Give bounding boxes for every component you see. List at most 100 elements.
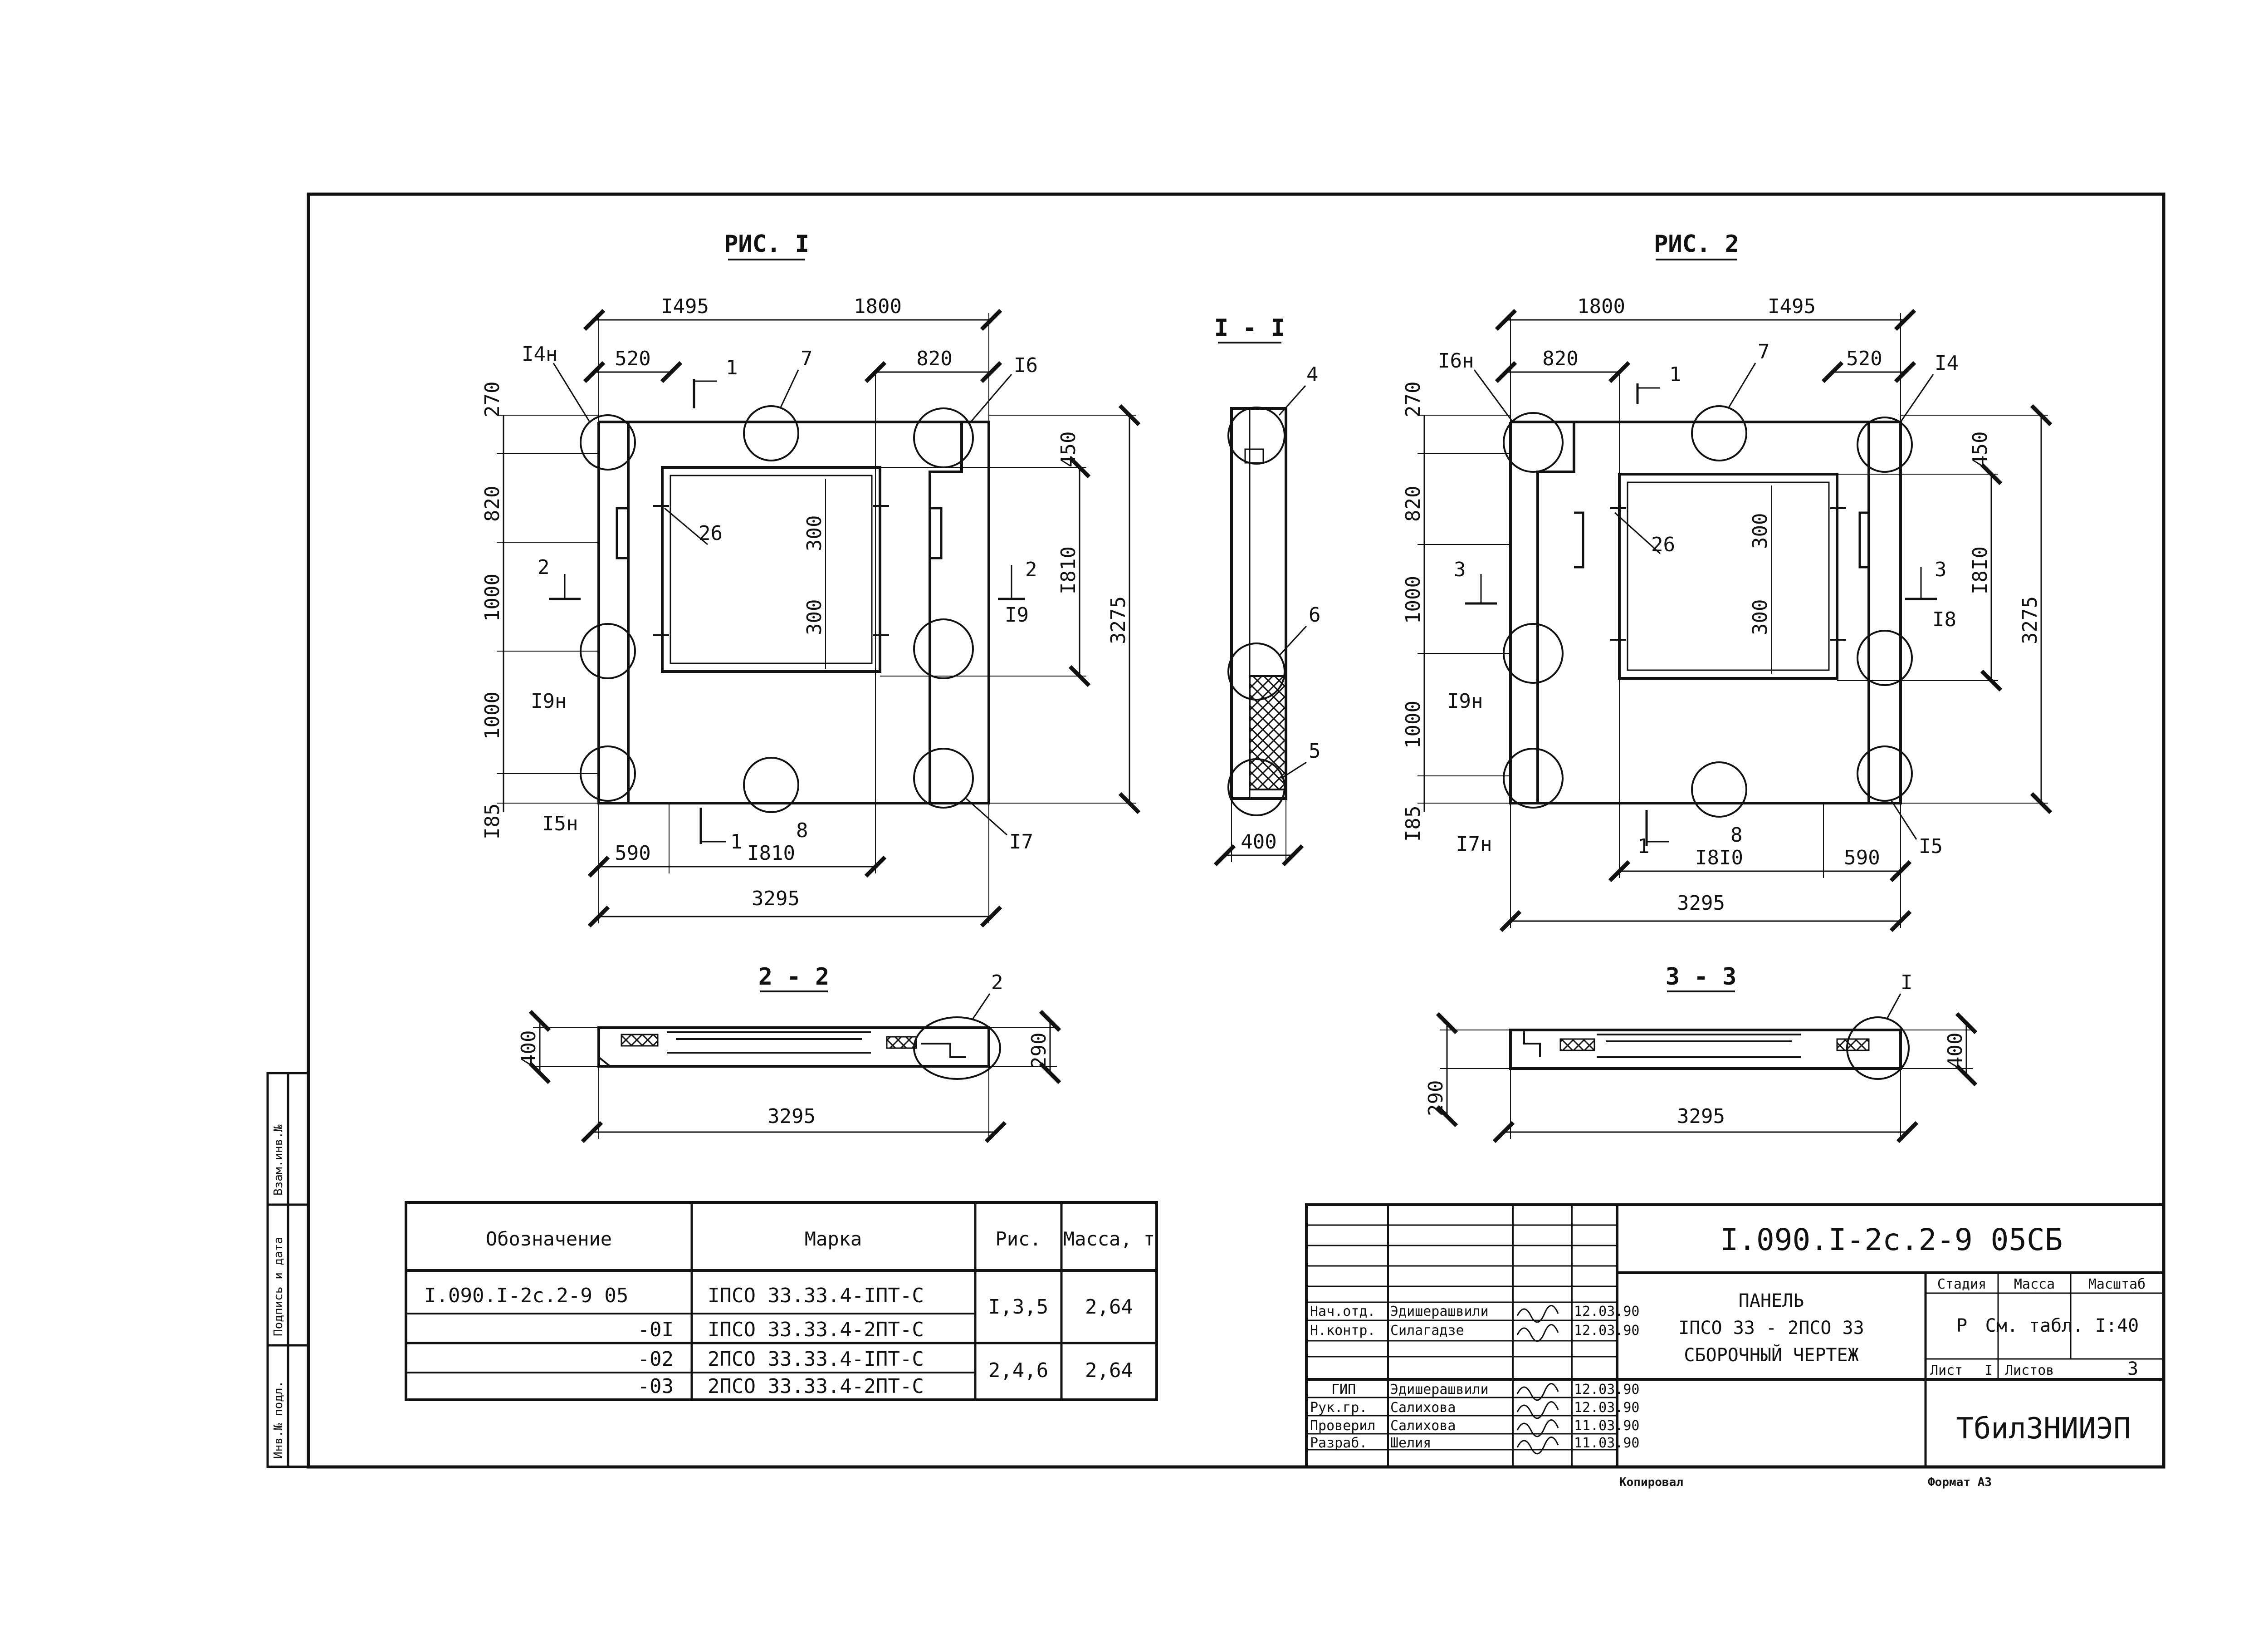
tb-date-0: 12.03.90 (1574, 1304, 1640, 1319)
figure-1-callout-i7: I7 (1009, 830, 1033, 853)
tb-sheet: I (1984, 1363, 1993, 1378)
figure-1-dim-right-0: 450 (1057, 432, 1080, 467)
figure-2-panel-outline (1509, 421, 1902, 804)
tb-signature-4 (1516, 1419, 1559, 1437)
figure-1-title: РИС. I (724, 230, 809, 258)
spec-header-fig: Рис. (995, 1228, 1041, 1250)
figure-2-callout-i6n: I6н (1438, 349, 1474, 373)
tb-name-3: Салихова (1390, 1400, 1456, 1416)
figure-1-dim-right-2: 3275 (1107, 596, 1130, 644)
figure-2-section-mark-2: 3 (1935, 558, 1947, 581)
figure-2-dim-top-3: 520 (1846, 347, 1882, 370)
section-2-2-dim-height: 400 (517, 1030, 540, 1066)
tb-header-scale: Масштаб (2088, 1276, 2146, 1292)
tb-name-line-0: ПАНЕЛЬ (1739, 1290, 1804, 1311)
section-2-2-dim-length: 3295 (767, 1105, 816, 1128)
figure-2-dim-top-2: 820 (1542, 347, 1578, 370)
tb-name-2: Эдишерашвили (1390, 1382, 1489, 1398)
spec-row-0-mark: IПСО 33.33.4-IПТ-С (708, 1284, 924, 1307)
figure-1-callout-i9: I9 (1005, 603, 1029, 627)
side-stamp-sign-label: Подпись и дата (272, 1237, 285, 1336)
figure-2-inner-dim-1: 300 (1749, 599, 1772, 635)
section-3-3-title: 3 - 3 (1666, 963, 1737, 991)
spec-row-1-mark: IПСО 33.33.4-2ПТ-С (708, 1318, 924, 1341)
section-3-3-callout: I (1901, 971, 1913, 994)
spec-row-2-mark: 2ПСО 33.33.4-IПТ-С (708, 1348, 924, 1371)
figure-1-callout-i6: I6 (1014, 354, 1038, 377)
figure-1-section-mark-3: 1 (730, 830, 743, 853)
spec-group-0-fig: I,3,5 (988, 1295, 1048, 1319)
figure-2-inner-dim-0: 300 (1749, 513, 1772, 549)
section-3-3-dim-length: 3295 (1677, 1105, 1725, 1128)
tb-name-line-1: IПСО 33 - 2ПСО 33 (1678, 1318, 1864, 1339)
section-1-1-width: 400 (1241, 830, 1276, 853)
title-block: Нач.отд. Эдишерашвили 12.03.90 Н.контр. … (1305, 1203, 2165, 1468)
section-3-3-dim-height: 400 (1944, 1033, 1967, 1069)
figure-1-dim-left-1: 820 (481, 486, 504, 522)
spec-row-3-code: -03 (638, 1375, 674, 1398)
spec-header-mark: Марка (805, 1228, 862, 1250)
tb-date-2: 12.03.90 (1574, 1382, 1640, 1398)
figure-1-callout-26: 26 (699, 522, 723, 545)
figure-2-window-opening (1618, 473, 1838, 680)
figure-2-section-mark-3: 1 (1637, 835, 1650, 858)
tb-date-3: 12.03.90 (1574, 1400, 1640, 1416)
figure-1-callout-i9n: I9н (531, 690, 567, 713)
tb-header-mass: Масса (2014, 1276, 2055, 1292)
figure-2-dim-left-4: I85 (1402, 806, 1425, 842)
figure-1-section-mark-2: 2 (1025, 558, 1037, 581)
figure-1-inner-dim-1: 300 (803, 599, 826, 635)
figure-1-window-opening (661, 466, 881, 673)
tb-signature-3 (1516, 1401, 1559, 1419)
figure-1-dim-bottom-1: I810 (747, 842, 795, 865)
tb-role-0: Нач.отд. (1310, 1304, 1376, 1319)
tb-sheets: 3 (2127, 1358, 2138, 1379)
spec-header-mass: Масса, т (1063, 1228, 1155, 1250)
section-3-3: 3 - 3 I 290 400 3295 (1424, 963, 1978, 1143)
tb-signature-1 (1516, 1324, 1559, 1342)
tb-scale: I:40 (2095, 1315, 2139, 1336)
spec-row-3-mark: 2ПСО 33.33.4-2ПТ-С (708, 1375, 924, 1398)
tb-drawing-code: I.090.I-2с.2-9 05СБ (1721, 1222, 2063, 1257)
figure-2-dim-right-1: I8I0 (1969, 546, 1992, 594)
figure-1-dim-left-2: 1000 (481, 574, 504, 622)
spec-header-designation: Обозначение (486, 1228, 612, 1250)
section-1-1-callout-4: 4 (1306, 363, 1319, 386)
figure-2-callout-i4: I4 (1935, 352, 1959, 375)
figure-2-section-mark-1: 3 (1454, 558, 1466, 581)
section-1-1-callout-6: 6 (1309, 603, 1321, 627)
tb-name-5: Шелия (1390, 1435, 1431, 1451)
section-1-1: I - I 4 6 5 400 (1213, 314, 1321, 867)
figure-1-dim-bottom-0: 590 (615, 842, 650, 865)
side-stamp-replace-label: Взам.инв.№ (272, 1124, 285, 1196)
section-2-2: 2 - 2 2 400 290 3295 (517, 963, 1061, 1143)
figure-1-inner-dim-0: 300 (803, 515, 826, 551)
section-1-1-title: I - I (1214, 314, 1286, 342)
tb-mass: См. табл. (1985, 1315, 2084, 1336)
figure-1-section-mark-1: 2 (538, 556, 550, 579)
tb-role-3: Рук.гр. (1310, 1400, 1367, 1416)
section-3-3-dim-side: 290 (1424, 1080, 1447, 1116)
figure-1-callout-8: 8 (796, 819, 808, 842)
figure-2-callout-i5: I5 (1919, 835, 1943, 858)
figure-2-callout-8: 8 (1730, 824, 1743, 847)
tb-organization: ТбилЗНИИЭП (1956, 1412, 2131, 1446)
tb-date-4: 11.03.90 (1574, 1418, 1640, 1434)
figure-1-dim-top-0: I495 (661, 295, 709, 318)
tb-name-1: Силагадзе (1390, 1323, 1464, 1339)
figure-1-section-mark-0: 1 (726, 356, 738, 379)
spec-table: Обозначение Марка Рис. Масса, т I.090.I-… (405, 1201, 1158, 1401)
figure-1-dim-top-3: 820 (916, 347, 952, 370)
figure-2-dim-bottom-0: I8I0 (1695, 846, 1743, 869)
tb-signature-2 (1516, 1383, 1559, 1401)
figure-1: РИС. I I495 1800 520 820 (481, 230, 1141, 928)
tb-role-5: Разраб. (1310, 1435, 1367, 1451)
figure-2-dim-right-2: 3275 (2019, 596, 2042, 644)
tb-role-4: Проверил (1310, 1418, 1376, 1434)
figure-2-callout-26: 26 (1651, 533, 1675, 556)
figure-1-dim-right-1: I810 (1057, 546, 1080, 594)
tb-sheets-label: Листов (2005, 1363, 2054, 1378)
figure-1-dim-left-3: 1000 (481, 691, 504, 740)
tb-header-stage: Стадия (1937, 1276, 1986, 1292)
figure-2-title: РИС. 2 (1654, 230, 1739, 258)
